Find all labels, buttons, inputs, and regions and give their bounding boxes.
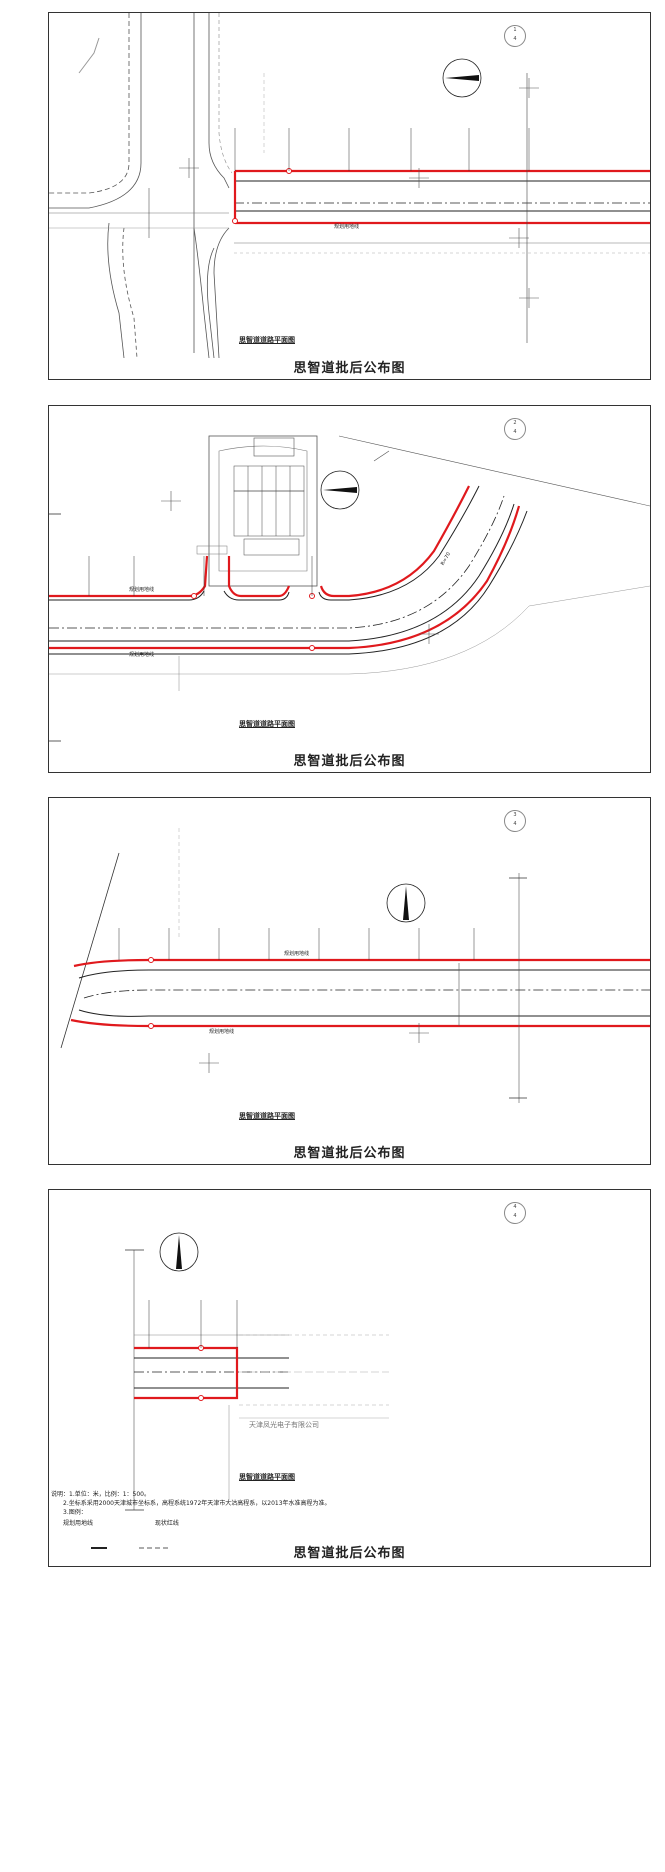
plan-line-label: 规划用地线 <box>334 224 360 230</box>
north-arrow-icon <box>159 1232 199 1272</box>
sheet4-plan-line <box>134 1346 239 1400</box>
legend-item-plan: 规划用地线 <box>63 1520 94 1527</box>
north-arrow-icon <box>386 883 426 923</box>
plan-title: 思智道道路平面图 <box>239 1112 295 1120</box>
legend-line-2: 2.坐标系采用2000天津城市坐标系，高程系统1972年天津市大沽高程系，以20… <box>63 1500 331 1507</box>
sheet2-plan-line-top <box>49 555 209 598</box>
sheet-3-drawing <box>60 828 650 1103</box>
public-title: 思智道批后公布图 <box>293 1146 406 1161</box>
sheet1-road-stub <box>78 37 100 74</box>
legend-items: 规划用地线 现状红线 <box>51 1519 471 1528</box>
plan-line-label: 规划用地线 <box>209 1029 235 1035</box>
legend-line-3: 3.图例： <box>63 1509 87 1516</box>
public-title: 思智道批后公布图 <box>293 754 406 769</box>
company-label: 天津凤光电子有限公司 <box>249 1421 319 1429</box>
sheet2-plan-line-bottom <box>49 505 521 650</box>
sheet3-plan-line-top <box>73 958 650 968</box>
sheet-1-drawing <box>49 13 650 359</box>
sheet3-plan-line-bottom <box>70 1018 650 1028</box>
plan-line-label: 规划用地线 <box>129 652 155 658</box>
plan-line-label: 规划用地线 <box>284 951 310 957</box>
plan-title: 思智道道路平面图 <box>239 1473 295 1481</box>
public-title: 思智道批后公布图 <box>293 361 406 376</box>
sheet-2-drawing <box>49 435 650 742</box>
plan-title: 思智道道路平面图 <box>239 336 295 344</box>
north-arrow-icon <box>320 470 360 510</box>
building-outline <box>208 435 318 587</box>
north-arrow-icon <box>442 58 482 98</box>
plan-title: 思智道道路平面图 <box>239 720 295 728</box>
legend: 说明：1.单位：米，比例：1：500。 2.坐标系采用2000天津城市坐标系，高… <box>51 1490 471 1528</box>
public-title: 思智道批后公布图 <box>293 1546 406 1561</box>
plan-line-label: 规划用地线 <box>129 587 155 593</box>
legend-item-road: 现状红线 <box>154 1520 179 1527</box>
legend-line-1: 说明：1.单位：米，比例：1：500。 <box>51 1491 150 1498</box>
sheet-4-drawing <box>91 1232 389 1549</box>
